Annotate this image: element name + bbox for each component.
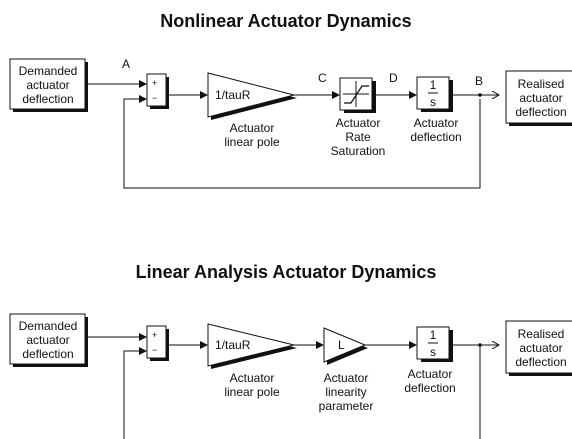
branch-point xyxy=(478,93,482,97)
linearity-caption-line-1: Actuator xyxy=(324,371,369,385)
integrator-caption-line-1: Actuator xyxy=(408,367,453,381)
diagram-title-linear: Linear Analysis Actuator Dynamics xyxy=(136,262,437,282)
inport-label-line-3: deflection xyxy=(22,347,73,361)
feedback-line-left[interactable] xyxy=(123,347,147,439)
branch-point xyxy=(478,343,482,347)
outport-label-line-2: actuator xyxy=(519,341,562,355)
outport-block-realised-deflection[interactable]: Realised actuator deflection xyxy=(505,70,572,126)
outport-label-line-1: Realised xyxy=(518,327,565,341)
gain-label: 1/tauR xyxy=(215,88,251,102)
gain-caption-line-1: Actuator xyxy=(230,121,275,135)
sum-block-linear[interactable]: + − xyxy=(146,325,169,361)
sum-sign-plus: + xyxy=(152,330,157,340)
inport-label-line-1: Demanded xyxy=(19,319,78,333)
integrator-caption-line-2: deflection xyxy=(404,381,455,395)
linear-diagram: Linear Analysis Actuator Dynamics Demand… xyxy=(9,262,572,439)
signal-label-c: C xyxy=(318,71,327,85)
sum-block[interactable]: + − xyxy=(146,73,169,109)
integrator-numerator: 1 xyxy=(430,78,437,92)
linearity-gain-block[interactable]: L xyxy=(323,327,368,365)
inport-block-demanded-deflection-linear[interactable]: Demanded actuator deflection xyxy=(9,313,88,367)
saturation-caption-line-2: Rate xyxy=(345,130,371,144)
inport-block-demanded-deflection[interactable]: Demanded actuator deflection xyxy=(9,58,88,112)
integrator-caption-line-2: deflection xyxy=(410,130,461,144)
gain-block-1-over-tauR-linear[interactable]: 1/tauR xyxy=(207,323,297,369)
outport-label-line-1: Realised xyxy=(518,77,565,91)
linearity-caption-line-2: linearity xyxy=(325,385,366,399)
gain-caption-line-1: Actuator xyxy=(230,371,275,385)
signal-label-d: D xyxy=(389,71,398,85)
inport-label-line-3: deflection xyxy=(22,92,73,106)
inport-label-line-2: actuator xyxy=(26,333,69,347)
integrator-block[interactable]: 1 s xyxy=(416,76,453,112)
diagram-title-nonlinear: Nonlinear Actuator Dynamics xyxy=(160,11,411,31)
linearity-caption-line-3: parameter xyxy=(319,399,374,413)
outport-label-line-3: deflection xyxy=(515,105,566,119)
sum-sign-plus: + xyxy=(152,78,157,88)
integrator-block-linear[interactable]: 1 s xyxy=(416,326,453,362)
saturation-caption-line-3: Saturation xyxy=(331,144,386,158)
signal-label-b: B xyxy=(475,74,483,88)
feedback-line[interactable] xyxy=(123,95,481,189)
gain-block-1-over-tauR[interactable]: 1/tauR xyxy=(207,72,297,120)
integrator-caption-line-1: Actuator xyxy=(414,116,459,130)
outport-label-line-2: actuator xyxy=(519,91,562,105)
saturation-curve-icon xyxy=(344,85,369,104)
integrator-numerator: 1 xyxy=(430,328,437,342)
sum-sign-minus: − xyxy=(152,93,157,103)
nonlinear-diagram: Nonlinear Actuator Dynamics Demanded act… xyxy=(9,11,572,189)
inport-label-line-2: actuator xyxy=(26,78,69,92)
inport-label-line-1: Demanded xyxy=(19,64,78,78)
signal-label-a: A xyxy=(122,57,130,71)
outport-block-realised-deflection-linear[interactable]: Realised actuator deflection xyxy=(505,320,572,376)
gain-caption-line-2: linear pole xyxy=(224,385,280,399)
outport-label-line-3: deflection xyxy=(515,355,566,369)
saturation-caption-line-1: Actuator xyxy=(336,116,381,130)
gain-caption-line-2: linear pole xyxy=(224,135,280,149)
gain-label: 1/tauR xyxy=(215,338,251,352)
sum-sign-minus: − xyxy=(152,345,157,355)
integrator-denominator: s xyxy=(430,345,436,359)
linearity-gain-label: L xyxy=(338,338,345,352)
integrator-denominator: s xyxy=(430,95,436,109)
rate-saturation-block[interactable] xyxy=(339,77,376,113)
